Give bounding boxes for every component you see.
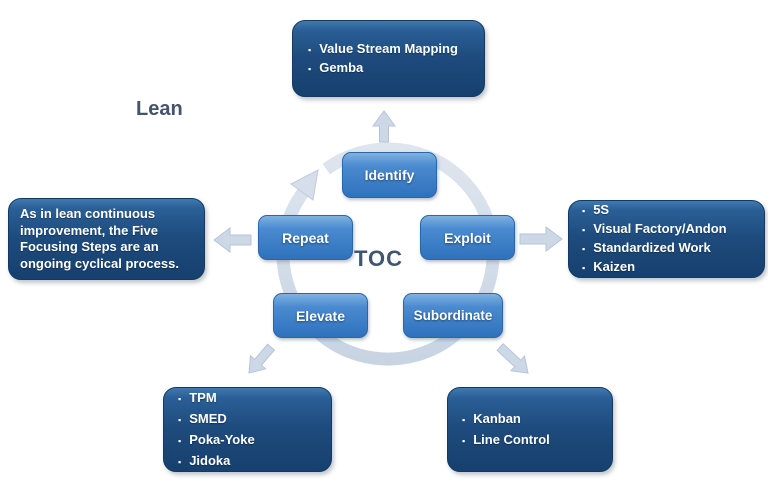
bullet-icon: ▪ <box>178 393 182 404</box>
step-exploit-label: Exploit <box>444 229 491 246</box>
tool-item-label: Value Stream Mapping <box>319 40 458 56</box>
tool-item: ▪ Gemba <box>308 59 484 78</box>
tool-item-label: Kaizen <box>593 259 636 274</box>
tool-item-label: Poka-Yoke <box>189 431 255 447</box>
step-repeat-label: Repeat <box>282 229 329 246</box>
box-subordinate-tools: ▪ Kanban ▪ Line Control <box>447 387 613 472</box>
arrow-right-icon <box>519 226 563 252</box>
box-exploit-tools: ▪ 5S ▪ Visual Factory/Andon ▪ Standardiz… <box>568 200 765 278</box>
tool-item-label: SMED <box>189 410 227 426</box>
box-elevate-tools: ▪ TPM ▪ SMED ▪ Poka-Yoke ▪ Jidoka <box>163 387 332 472</box>
tool-list: ▪ Value Stream Mapping ▪ Gemba <box>308 40 484 78</box>
tool-item: ▪ Poka-Yoke <box>178 430 331 451</box>
step-subordinate: Subordinate <box>403 293 503 338</box>
tool-item-label: Standardized Work <box>593 240 711 255</box>
bullet-icon: ▪ <box>462 435 466 446</box>
tool-item: ▪ 5S <box>582 201 764 220</box>
box-repeat-note: As in lean continuous improvement, the F… <box>8 198 205 280</box>
step-subordinate-label: Subordinate <box>413 308 493 323</box>
arrow-up-icon <box>372 110 396 143</box>
repeat-note-text: As in lean continuous improvement, the F… <box>20 206 179 271</box>
bullet-icon: ▪ <box>308 63 312 74</box>
step-identify-label: Identify <box>364 167 415 183</box>
bullet-icon: ▪ <box>178 435 182 446</box>
bullet-icon: ▪ <box>178 456 182 467</box>
tool-item: ▪ Jidoka <box>178 451 331 472</box>
step-elevate: Elevate <box>273 293 368 338</box>
tool-item-label: Kanban <box>473 410 521 426</box>
tool-item: ▪ Standardized Work <box>582 239 764 258</box>
arrow-down-left-icon <box>248 343 276 374</box>
step-elevate-label: Elevate <box>295 307 346 324</box>
step-identify: Identify <box>342 152 437 198</box>
tool-item-label: TPM <box>189 389 217 405</box>
tool-list: ▪ Kanban ▪ Line Control <box>462 409 612 451</box>
arrow-left-icon <box>213 227 252 253</box>
tool-item: ▪ Line Control <box>462 430 612 451</box>
tool-item-label: Visual Factory/Andon <box>593 221 727 236</box>
tool-list: ▪ 5S ▪ Visual Factory/Andon ▪ Standardiz… <box>582 201 764 277</box>
tool-item: ▪ Visual Factory/Andon <box>582 220 764 239</box>
tool-item: ▪ TPM <box>178 388 331 409</box>
tool-item: ▪ Kaizen <box>582 258 764 277</box>
bullet-icon: ▪ <box>308 44 312 55</box>
box-identify-tools: ▪ Value Stream Mapping ▪ Gemba <box>292 20 485 97</box>
tool-item: ▪ Kanban <box>462 409 612 430</box>
bullet-icon: ▪ <box>462 414 466 425</box>
bullet-icon: ▪ <box>582 263 586 273</box>
tool-item-label: Jidoka <box>189 452 231 468</box>
bullet-icon: ▪ <box>582 206 586 216</box>
tool-item-label: 5S <box>593 202 610 217</box>
tool-item-label: Line Control <box>473 431 550 447</box>
tool-item: ▪ SMED <box>178 409 331 430</box>
toc-label: TOC <box>354 246 404 271</box>
bullet-icon: ▪ <box>582 244 586 254</box>
tool-item: ▪ Value Stream Mapping <box>308 40 484 59</box>
tool-list: ▪ TPM ▪ SMED ▪ Poka-Yoke ▪ Jidoka <box>178 388 331 472</box>
arrow-down-right-icon <box>496 343 529 374</box>
lean-label: Lean <box>136 98 183 120</box>
toc-cycle-arrowhead-icon <box>290 169 319 201</box>
step-exploit: Exploit <box>420 215 515 260</box>
bullet-icon: ▪ <box>582 225 586 235</box>
step-repeat: Repeat <box>258 215 353 260</box>
bullet-icon: ▪ <box>178 414 182 425</box>
tool-item-label: Gemba <box>319 59 364 75</box>
